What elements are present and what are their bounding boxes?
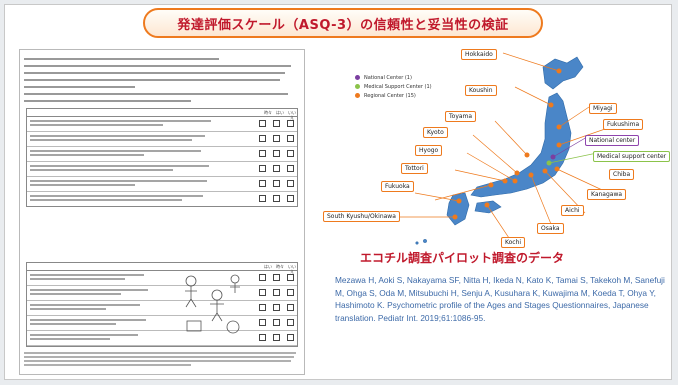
city-label-miyagi: Miyagi — [589, 103, 617, 114]
answer-checkbox[interactable] — [273, 120, 280, 127]
question-table-2: はい 時々 いいえ — [26, 262, 298, 347]
question-row — [27, 132, 297, 147]
orange-dot-icon — [355, 93, 360, 98]
city-label-tottori: Tottori — [401, 163, 428, 174]
answer-checkbox[interactable] — [273, 135, 280, 142]
answer-col-yes: はい — [276, 110, 284, 115]
city-label-osaka: Osaka — [537, 223, 564, 234]
answer-checkbox[interactable] — [273, 165, 280, 172]
answer-checkbox[interactable] — [259, 120, 266, 127]
map-legend: National Center (1) Medical Support Cent… — [355, 73, 432, 100]
question-row — [27, 147, 297, 162]
child-illustration-icon — [185, 274, 240, 334]
question-row — [27, 162, 297, 177]
questionnaire-footer — [24, 352, 302, 368]
city-label-kochi: Kochi — [501, 237, 526, 248]
legend-item-national: National Center (1) — [355, 73, 432, 82]
answer-checkbox[interactable] — [287, 304, 294, 311]
answer-checkbox[interactable] — [259, 150, 266, 157]
answer-col-sometimes: 時々 — [276, 264, 284, 269]
question-row — [27, 271, 297, 286]
answer-checkbox[interactable] — [259, 135, 266, 142]
answer-checkbox[interactable] — [259, 180, 266, 187]
questionnaire-intro — [24, 56, 302, 106]
legend-item-regional: Regional Center (15) — [355, 91, 432, 100]
question-row — [27, 286, 297, 301]
city-label-south-kyushu-okinawa: South Kyushu/Okinawa — [323, 211, 400, 222]
legend-label: Regional Center (15) — [364, 92, 416, 99]
answer-col-no: いいえ — [288, 264, 296, 274]
slide-title: 発達評価スケール（ASQ-3）の信頼性と妥当性の検証 — [177, 17, 509, 33]
caption-title: エコチル調査パイロット調査のデータ — [360, 251, 565, 265]
answer-checkbox[interactable] — [287, 150, 294, 157]
japan-map-icon — [395, 52, 614, 245]
answer-checkbox[interactable] — [287, 334, 294, 341]
city-label-national-center: National center — [585, 135, 640, 146]
answer-checkbox[interactable] — [259, 195, 266, 202]
legend-label: National Center (1) — [364, 74, 412, 81]
city-label-fukushima: Fukushima — [603, 119, 644, 130]
answer-checkbox[interactable] — [259, 319, 266, 326]
question-row — [27, 301, 297, 316]
city-label-koushin: Koushin — [465, 85, 497, 96]
city-label-chiba: Chiba — [609, 169, 635, 180]
answer-checkbox[interactable] — [287, 135, 294, 142]
title-banner: 発達評価スケール（ASQ-3）の信頼性と妥当性の検証 — [143, 8, 543, 38]
answer-col-sometimes: 時々 — [264, 110, 272, 115]
answer-checkbox[interactable] — [259, 165, 266, 172]
legend-item-medical: Medical Support Center (1) — [355, 82, 432, 91]
green-dot-icon — [355, 84, 360, 89]
question-row — [27, 331, 297, 346]
answer-header: はい 時々 いいえ — [27, 109, 297, 120]
answer-checkbox[interactable] — [287, 319, 294, 326]
city-label-medical-support-center: Medical support center — [593, 151, 671, 162]
city-label-kyoto: Kyoto — [423, 127, 448, 138]
answer-checkbox[interactable] — [273, 180, 280, 187]
answer-checkbox[interactable] — [273, 319, 280, 326]
answer-checkbox[interactable] — [287, 195, 294, 202]
questionnaire-document: はい 時々 いいえ はい 時々 いいえ — [19, 49, 305, 375]
answer-checkbox[interactable] — [273, 195, 280, 202]
answer-checkbox[interactable] — [287, 289, 294, 296]
question-row — [27, 316, 297, 331]
slide: 発達評価スケール（ASQ-3）の信頼性と妥当性の検証 はい 時々 いいえ — [4, 4, 672, 380]
answer-checkbox[interactable] — [287, 165, 294, 172]
answer-checkbox[interactable] — [273, 334, 280, 341]
answer-checkbox[interactable] — [259, 334, 266, 341]
city-label-kanagawa: Kanagawa — [587, 189, 627, 200]
answer-checkbox[interactable] — [273, 304, 280, 311]
citation-text: Mezawa H, Aoki S, Nakayama SF, Nitta H, … — [335, 275, 665, 323]
question-row — [27, 177, 297, 192]
question-row — [27, 192, 297, 206]
city-label-aichi: Aichi — [561, 205, 584, 216]
question-table-1: はい 時々 いいえ — [26, 108, 298, 207]
answer-checkbox[interactable] — [273, 274, 280, 281]
answer-checkbox[interactable] — [287, 180, 294, 187]
city-label-hokkaido: Hokkaido — [461, 49, 497, 60]
answer-checkbox[interactable] — [273, 150, 280, 157]
answer-checkbox[interactable] — [259, 274, 266, 281]
question-row — [27, 117, 297, 132]
answer-checkbox[interactable] — [287, 120, 294, 127]
legend-label: Medical Support Center (1) — [364, 83, 432, 90]
purple-dot-icon — [355, 75, 360, 80]
city-label-toyama: Toyama — [445, 111, 477, 122]
answer-checkbox[interactable] — [273, 289, 280, 296]
answer-checkbox[interactable] — [259, 289, 266, 296]
answer-checkbox[interactable] — [287, 274, 294, 281]
answer-checkbox[interactable] — [259, 304, 266, 311]
answer-header: はい 時々 いいえ — [27, 263, 297, 274]
city-label-hyogo: Hyogo — [415, 145, 443, 156]
city-label-fukuoka: Fukuoka — [381, 181, 414, 192]
answer-col-yes: はい — [264, 264, 272, 269]
answer-col-no: いいえ — [288, 110, 296, 120]
